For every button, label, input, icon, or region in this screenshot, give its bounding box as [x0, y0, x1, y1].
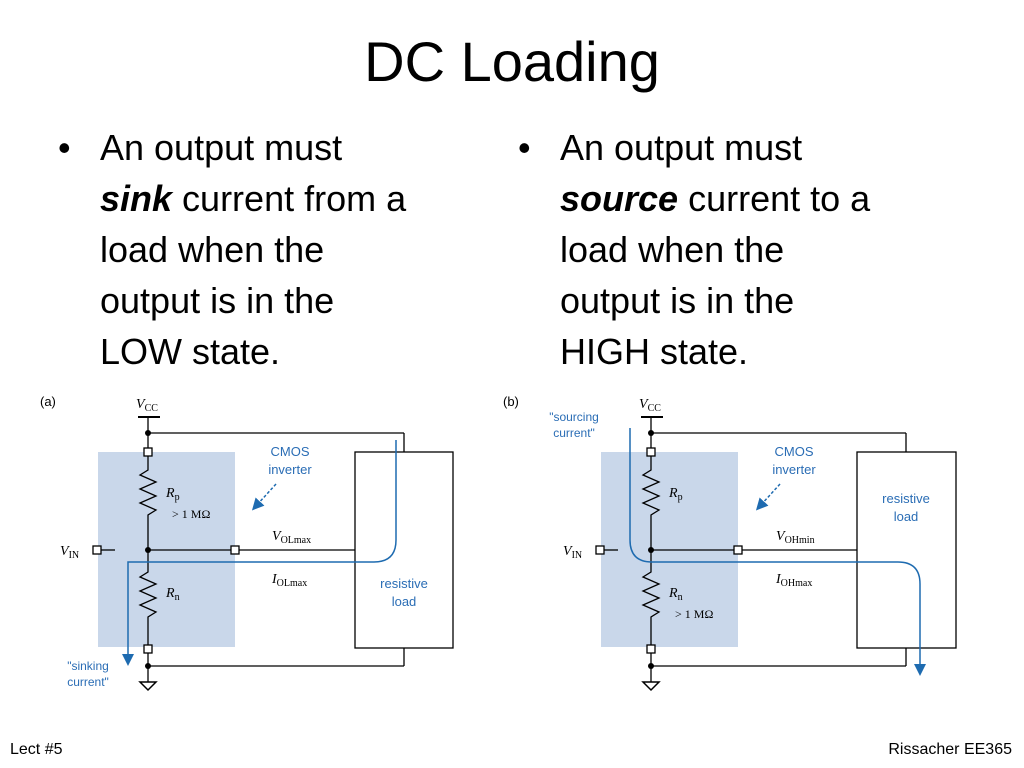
cmos-label: inverter	[268, 462, 312, 477]
vcc-label: VCC	[639, 397, 661, 414]
load-label: resistive	[380, 576, 428, 591]
vcc-label: VCC	[136, 397, 158, 414]
output-terminal	[230, 545, 240, 555]
ground-icon	[641, 681, 661, 692]
bullet-dot: •	[58, 127, 71, 168]
terminal	[143, 447, 153, 457]
diagram-label: (b)	[503, 394, 519, 409]
bullet-line: HIGH state.	[560, 331, 749, 372]
bullet-line-rest: current from a	[172, 178, 407, 219]
emphasis-word: sink	[100, 178, 173, 219]
rp-label: Rp	[165, 486, 180, 503]
rn-resistor	[641, 550, 661, 645]
vin-label: VIN	[563, 544, 582, 561]
resistive-load-box	[354, 451, 454, 649]
vin-label: VIN	[60, 544, 79, 561]
bullet-line-rest: current to a	[678, 178, 871, 219]
rp-resistor	[138, 456, 158, 550]
rn-label: Rn	[668, 586, 683, 603]
bullet-line: load when the	[560, 229, 785, 270]
bullet-line: output is in the	[100, 280, 335, 321]
input-terminal	[595, 545, 605, 555]
rn-value: > 1 MΩ	[675, 607, 713, 621]
current-label: "sourcing	[549, 410, 599, 424]
input-terminal	[92, 545, 102, 555]
load-label: resistive	[882, 491, 930, 506]
sinking-current-path	[122, 440, 397, 666]
rp-resistor	[641, 456, 661, 550]
bullet-line: An output must	[100, 127, 343, 168]
junction-dot	[145, 430, 151, 436]
load-label: load	[392, 594, 417, 609]
junction-dot	[648, 663, 654, 669]
bullet-text: An output must sink current from a load …	[100, 122, 406, 377]
cmos-label: CMOS	[775, 444, 814, 459]
rn-resistor	[138, 550, 158, 645]
diagram-a: (a) VCC Rp > 1 MΩ VIN Rn	[40, 394, 454, 692]
iout-label: IOLmax	[271, 572, 307, 589]
circuit-diagrams: (a) VCC Rp > 1 MΩ VIN Rn	[40, 394, 957, 692]
resistive-load-box	[856, 451, 957, 649]
rp-label: Rp	[668, 486, 683, 503]
output-terminal	[733, 545, 743, 555]
iout-label: IOHmax	[775, 572, 812, 589]
bullet-line: An output must	[560, 127, 803, 168]
current-label: current"	[67, 675, 109, 689]
vout-label: VOHmin	[776, 529, 815, 546]
diagram-b: (b) VCC Rp VIN Rn > 1 MΩ	[503, 394, 957, 692]
emphasis-word: source	[560, 178, 679, 219]
bullet-line: output is in the	[560, 280, 795, 321]
footer-author: Rissacher EE365	[888, 741, 1012, 758]
ground-icon	[138, 681, 158, 692]
cmos-pointer-arrow	[755, 483, 781, 511]
diagram-label: (a)	[40, 394, 56, 409]
junction-dot	[648, 430, 654, 436]
bullet-text: An output must source current to a load …	[560, 122, 870, 377]
footer-lecture: Lect #5	[10, 741, 63, 758]
slide-title: DC Loading	[364, 30, 660, 93]
cmos-pointer-arrow	[251, 483, 277, 511]
load-label: load	[894, 509, 919, 524]
bullet-line: LOW state.	[100, 331, 281, 372]
vout-label: VOLmax	[272, 529, 311, 546]
terminal	[646, 447, 656, 457]
bullet-line: sink current from a	[100, 173, 406, 224]
junction-dot	[145, 663, 151, 669]
cmos-label: CMOS	[271, 444, 310, 459]
bullet-dot: •	[518, 127, 531, 168]
current-label: "sinking	[67, 659, 109, 673]
current-label: current"	[553, 426, 595, 440]
rp-value: > 1 MΩ	[172, 507, 210, 521]
bullet-line: load when the	[100, 229, 325, 270]
terminal	[646, 644, 656, 654]
rn-label: Rn	[165, 586, 180, 603]
cmos-label: inverter	[772, 462, 816, 477]
bullet-line: source current to a	[560, 173, 870, 224]
sourcing-current-path	[629, 428, 926, 676]
terminal	[143, 644, 153, 654]
